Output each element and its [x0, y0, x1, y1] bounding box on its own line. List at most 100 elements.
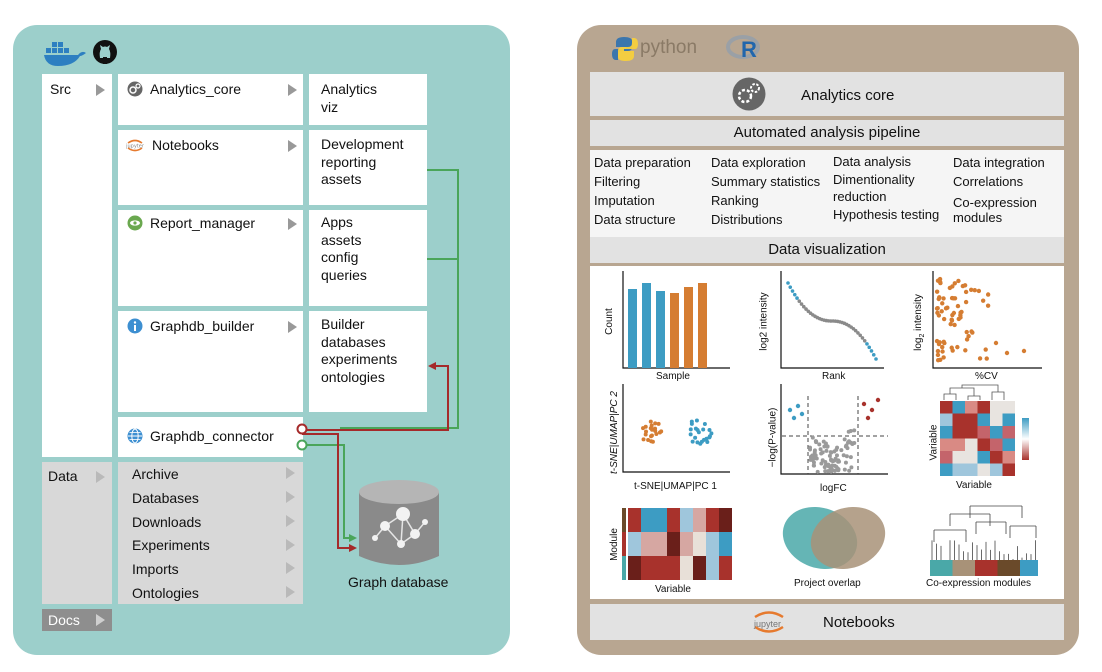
red-connector-line	[306, 365, 449, 431]
report-manager-box[interactable]	[118, 210, 303, 306]
pipeline-item: Co-expression	[953, 195, 1037, 210]
module-cell-glyph	[654, 556, 667, 580]
module-label-graphdb-builder[interactable]: Graphdb_builder	[150, 318, 255, 334]
heatmap-cell-glyph	[952, 438, 965, 451]
folder-item: experiments	[321, 351, 398, 367]
graphdb-connector-box[interactable]	[118, 417, 303, 457]
heatmap-cell-glyph	[990, 413, 1003, 426]
cv-point-glyph	[943, 306, 949, 311]
module-cell-glyph	[667, 508, 680, 532]
module-color-glyph	[1029, 560, 1034, 576]
cluster-point-glyph	[701, 427, 706, 432]
cv-point-glyph	[940, 301, 945, 306]
data-item-arrow[interactable]	[286, 467, 295, 479]
data-item-arrow[interactable]	[286, 539, 295, 551]
module-color-glyph	[622, 556, 626, 580]
r-label: R	[741, 37, 757, 62]
docs-tab[interactable]	[42, 609, 112, 631]
data-folder-experiments[interactable]: Experiments	[132, 537, 210, 554]
correlation-heatmap	[940, 384, 1029, 476]
module-color-glyph	[988, 560, 993, 576]
red-arrowhead	[428, 362, 436, 370]
cv-point-glyph	[952, 322, 957, 328]
data-folder-archive[interactable]: Archive	[132, 466, 179, 482]
rank-point-glyph	[799, 302, 804, 306]
heatmap-cell-glyph	[965, 413, 978, 426]
bar-series	[628, 283, 707, 368]
data-item-arrow[interactable]	[286, 491, 295, 503]
rank-point-glyph	[869, 349, 874, 353]
r-logo-icon	[726, 35, 760, 59]
cv-point-glyph	[950, 348, 955, 353]
notebooks-box[interactable]	[118, 130, 303, 205]
heatmap-cell-glyph	[977, 438, 990, 451]
cluster-point-glyph	[688, 432, 693, 437]
src-label[interactable]: Src	[50, 81, 71, 97]
data-folder-downloads[interactable]: Downloads	[132, 513, 202, 530]
data-item-arrow[interactable]	[286, 586, 295, 598]
module-label-notebooks[interactable]: Notebooks	[152, 137, 219, 153]
module-heatmap	[622, 508, 732, 580]
module-color-glyph	[1002, 560, 1007, 576]
analytics-core-bar	[590, 72, 1064, 116]
eye-icon	[127, 215, 143, 231]
cv-point-glyph	[964, 329, 969, 335]
pipeline-column-analysis: Data analysis Dimentionality reduction H…	[829, 150, 949, 237]
module-color-glyph	[966, 560, 971, 576]
data-item-arrow[interactable]	[286, 562, 295, 574]
docs-label[interactable]: Docs	[48, 612, 80, 628]
data-folder-ontologies[interactable]: Ontologies	[132, 584, 199, 601]
data-label[interactable]: Data	[48, 468, 78, 484]
cv-point-glyph	[940, 344, 945, 350]
volcano-point-glyph	[818, 447, 823, 452]
volcano-point-glyph	[865, 415, 871, 421]
volcano-point-glyph	[817, 442, 822, 447]
data-item-arrow[interactable]	[286, 515, 295, 527]
module-color-glyph	[930, 560, 935, 576]
module-cell-glyph	[628, 508, 641, 532]
module-label-analytics-core[interactable]: Analytics_core	[150, 81, 242, 97]
rank-point-glyph	[795, 296, 799, 300]
volcano-point-glyph	[861, 401, 867, 407]
rank-point-glyph	[874, 357, 878, 361]
rank-point-glyph	[867, 345, 872, 350]
heatmap-cell-glyph	[952, 463, 965, 476]
report-manager-arrow[interactable]	[288, 218, 297, 230]
graph-database-icon	[359, 480, 439, 565]
data-folder-box	[118, 462, 303, 604]
cv-point-glyph	[941, 355, 946, 360]
cluster-point-glyph	[650, 439, 655, 444]
src-arrow[interactable]	[96, 84, 105, 96]
module-color-glyph	[948, 560, 953, 576]
rank-points	[786, 281, 878, 361]
volcano-point-glyph	[822, 444, 827, 449]
cv-point-glyph	[980, 298, 986, 303]
notebooks-arrow[interactable]	[288, 140, 297, 152]
data-folder-databases[interactable]: Databases	[132, 489, 199, 506]
cv-point-glyph	[960, 283, 966, 289]
data-arrow[interactable]	[96, 471, 105, 483]
cluster-point-glyph	[705, 439, 710, 444]
module-label-report-manager[interactable]: Report_manager	[150, 215, 256, 231]
analytics-core-arrow[interactable]	[288, 84, 297, 96]
red-arrowhead	[349, 544, 357, 552]
volcano-point-glyph	[843, 460, 848, 465]
cv-point-glyph	[955, 344, 960, 350]
volcano-point-glyph	[844, 454, 849, 459]
cv-point-glyph	[941, 296, 946, 301]
module-label-graphdb-connector[interactable]: Graphdb_connector	[150, 428, 274, 444]
pipeline-column-preparation: Data preparation Filtering Imputation Da…	[590, 150, 708, 237]
analytics-core-box[interactable]	[118, 74, 303, 125]
cv-point-glyph	[939, 309, 944, 314]
data-folder-imports[interactable]: Imports	[132, 561, 179, 578]
cv-point-glyph	[985, 303, 991, 308]
corr-ylabel: Variable	[928, 424, 940, 461]
heatmap-cell-glyph	[952, 401, 965, 414]
heatmap-cell-glyph	[940, 401, 953, 414]
docs-arrow[interactable]	[96, 614, 105, 626]
graphdb-builder-box[interactable]	[118, 311, 303, 412]
green-database-line	[306, 444, 354, 539]
pipeline-item: Correlations	[953, 174, 1024, 189]
module-cell-glyph	[693, 556, 706, 580]
graphdb-builder-arrow[interactable]	[288, 321, 297, 333]
